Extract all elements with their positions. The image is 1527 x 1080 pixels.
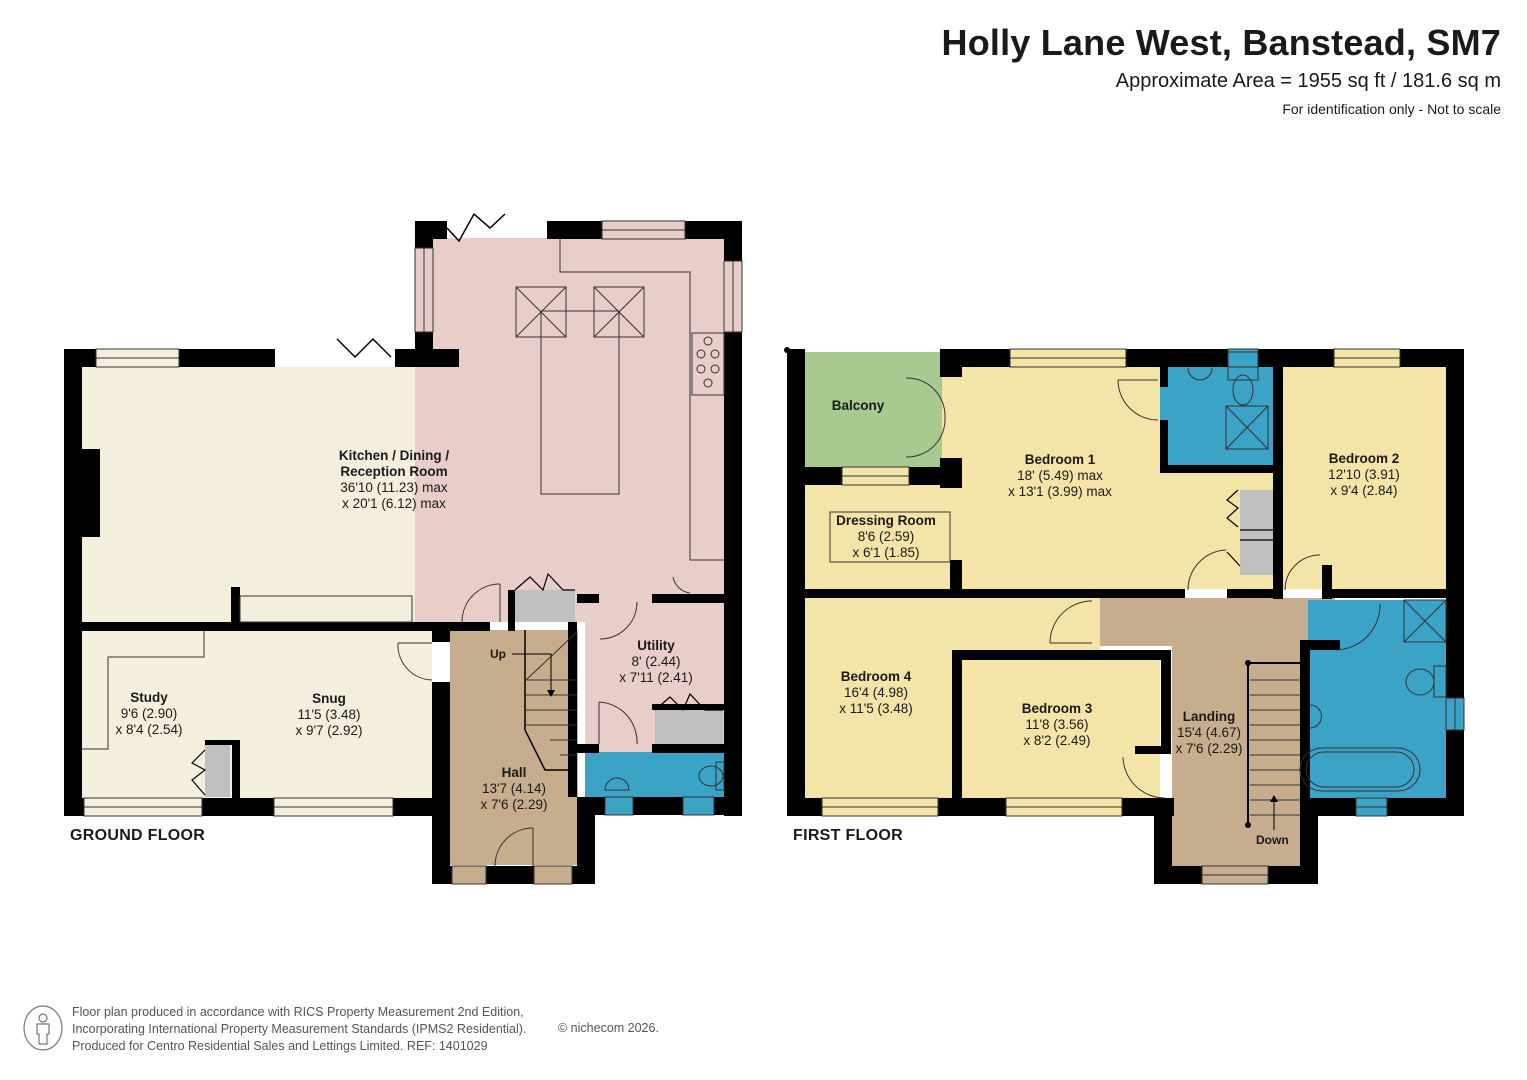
room-snug: Snug 11'5 (3.48) x 9'7 (2.92) xyxy=(295,691,363,738)
footer: Floor plan produced in accordance with R… xyxy=(22,1004,659,1055)
hall-fill xyxy=(450,630,578,865)
bathroom-fill xyxy=(1308,600,1446,798)
room-landing: Landing 15'4 (4.67) x 7'6 (2.29) xyxy=(1175,709,1243,756)
person-info-icon xyxy=(23,1005,63,1051)
copyright: © nichecom 2026. xyxy=(558,1021,659,1035)
first-floor-label: FIRST FLOOR xyxy=(793,827,903,844)
approximate-area: Approximate Area = 1955 sq ft / 181.6 sq… xyxy=(1115,70,1501,92)
study-cupboard-fill xyxy=(205,745,230,797)
ground-floor-plan xyxy=(64,212,743,885)
landing-fill xyxy=(1172,598,1300,866)
footer-text: Floor plan produced in accordance with R… xyxy=(72,1004,526,1055)
kitchen-area-fill xyxy=(415,238,725,622)
scale-note: For identification only - Not to scale xyxy=(1282,101,1501,117)
cupboard-fill xyxy=(515,590,575,622)
room-utility: Utility 8' (2.44) x 7'11 (2.41) xyxy=(619,638,693,685)
bedroom3-fill xyxy=(960,658,1160,798)
footer-line-2: Incorporating International Property Mea… xyxy=(72,1022,527,1036)
study-snug-fill xyxy=(82,630,432,800)
room-bedroom-1: Bedroom 1 18' (5.49) max x 13'1 (3.99) m… xyxy=(1008,452,1112,499)
wardrobe-fill xyxy=(1240,490,1273,575)
room-dressing-room: Dressing Room 8'6 (2.59) x 6'1 (1.85) xyxy=(836,513,936,560)
bedroom2-fill xyxy=(1283,367,1446,589)
footer-line-1: Floor plan produced in accordance with R… xyxy=(72,1005,524,1019)
living-area-fill xyxy=(82,367,417,622)
room-bedroom-4: Bedroom 4 16'4 (4.98) x 11'5 (3.48) xyxy=(839,669,913,716)
utility-cupboard-fill xyxy=(655,710,723,744)
property-title: Holly Lane West, Banstead, SM7 xyxy=(941,22,1501,63)
dressing-room-fill xyxy=(805,485,950,589)
first-floor-plan xyxy=(784,347,1465,885)
footer-line-3: Produced for Centro Residential Sales an… xyxy=(72,1039,488,1053)
stairs-up-label: Up xyxy=(490,647,506,661)
ensuite-fill xyxy=(1160,367,1273,471)
room-balcony: Balcony xyxy=(831,398,885,413)
balcony-fill xyxy=(790,352,942,467)
room-bedroom-2: Bedroom 2 12'10 (3.91) x 9'4 (2.84) xyxy=(1328,451,1400,498)
bedroom1-fill xyxy=(942,367,1160,589)
room-bedroom-3: Bedroom 3 11'8 (3.56) x 8'2 (2.49) xyxy=(1021,701,1093,748)
stairs-down-label: Down xyxy=(1256,833,1289,847)
room-kitchen-dining-reception: Kitchen / Dining / Reception Room 36'10 … xyxy=(338,448,450,511)
ground-floor-label: GROUND FLOOR xyxy=(70,827,206,844)
room-study: Study 9'6 (2.90) x 8'4 (2.54) xyxy=(115,690,183,737)
header: Holly Lane West, Banstead, SM7 Approxima… xyxy=(942,22,1501,120)
room-hall: Hall 13'7 (4.14) x 7'6 (2.29) xyxy=(480,765,548,812)
